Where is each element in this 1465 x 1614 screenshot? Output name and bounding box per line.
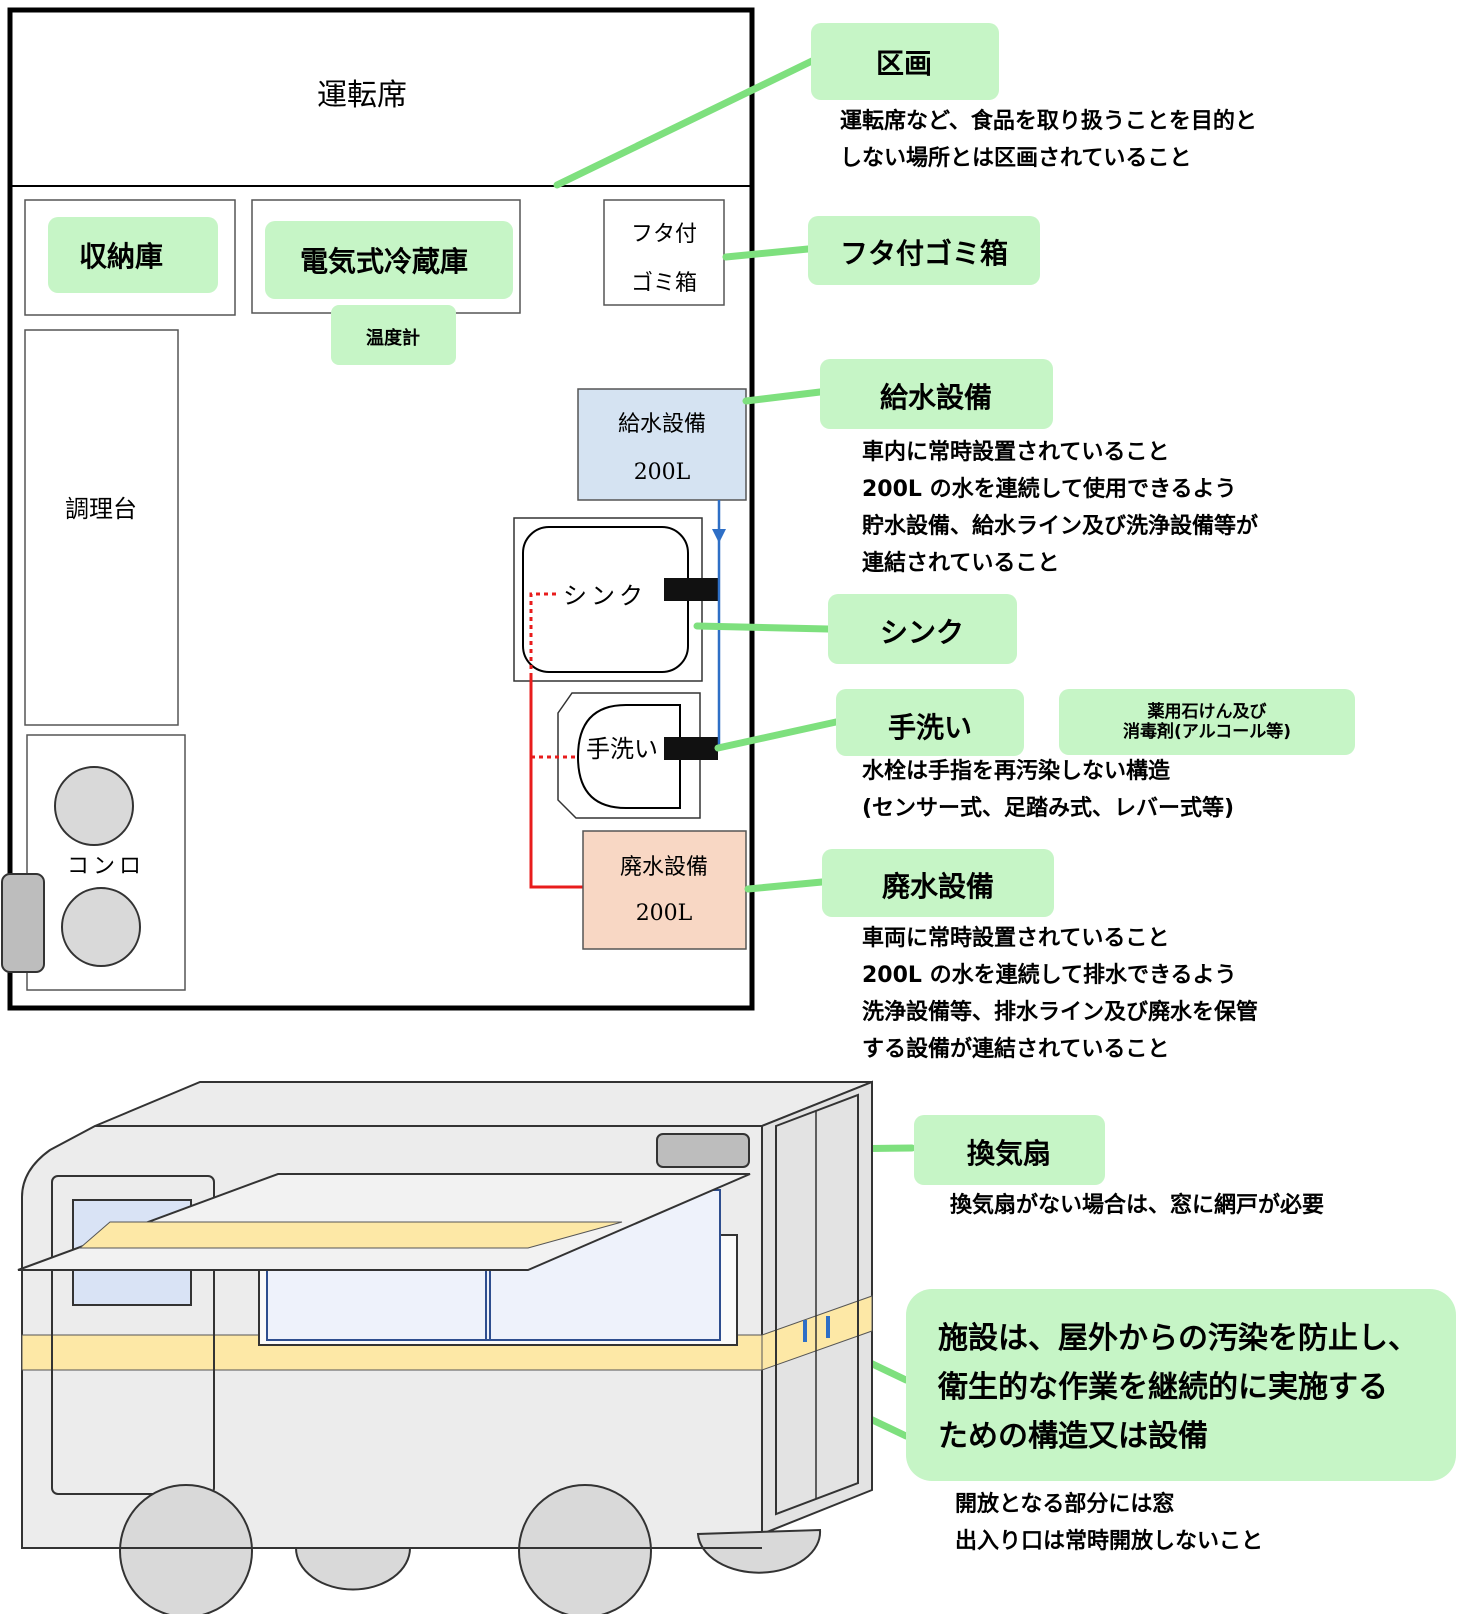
sink-leader (693, 622, 832, 633)
handwash-basin (576, 704, 681, 809)
facility-line-3: ための構造又は設備 (938, 1419, 1208, 1454)
partition-title: 区画 (876, 47, 932, 80)
water-supply-volume: 200L (634, 460, 691, 485)
truck-roof (94, 1081, 873, 1127)
wheel (518, 1484, 652, 1614)
trash-title: フタ付ゴミ箱 (840, 237, 1008, 270)
handwash-leader (714, 718, 840, 752)
stove-label: コンロ (67, 854, 145, 879)
water-desc-4: 連結されていること (862, 550, 1059, 576)
soap-line-2: 消毒剤(アルコール等) (1123, 721, 1291, 742)
waste-leader (744, 878, 826, 893)
waste-water-tank (582, 830, 747, 950)
water-supply-tank (577, 388, 747, 501)
sink-title: シンク (880, 616, 964, 649)
prep-table-label: 調理台 (65, 495, 137, 523)
fridge-label-bg (265, 221, 513, 299)
door-handle (803, 1320, 807, 1342)
floor-plan: 運転席 収納庫 電気式冷蔵庫 温度計 フタ付 ゴミ箱 調理台 コンロ 給水設備 … (1, 7, 755, 1011)
cab-door (51, 1175, 215, 1495)
drain-line (529, 674, 590, 889)
fridge-label: 電気式冷蔵庫 (300, 245, 468, 278)
stove-burner (61, 887, 141, 967)
waste-desc-1: 車両に常時設置されていること (862, 925, 1169, 951)
sink-drain-dotted (529, 592, 556, 674)
driver-seat-label: 運転席 (317, 78, 407, 113)
waste-desc-3: 洗浄設備等、排水ライン及び廃水を保管 (862, 999, 1258, 1025)
trash-box-label-2: ゴミ箱 (631, 271, 697, 296)
water-supply-label: 給水設備 (618, 412, 706, 437)
water-callout (820, 359, 1053, 429)
soap-line-1: 薬用石けん及び (1148, 702, 1267, 722)
thermometer-label-bg (331, 305, 456, 365)
supply-flow-arrow (712, 529, 726, 543)
water-desc-2: 200L の水を連続して使用できるよう (862, 476, 1237, 502)
handwash-faucet (664, 737, 718, 760)
waste-water-label: 廃水設備 (620, 855, 708, 880)
wheel (119, 1484, 253, 1614)
handwash-label: 手洗い (586, 735, 658, 763)
water-leader (742, 388, 824, 405)
trash-leader (722, 245, 812, 261)
sink-faucet (664, 578, 718, 601)
water-desc-3: 貯水設備、給水ライン及び洗浄設備等が (862, 513, 1258, 539)
callouts: 区画 運転席など、食品を取り扱うことを目的と しない場所とは区画されていること … (808, 23, 1456, 1554)
fan-desc-1: 換気扇がない場合は、窓に網戸が必要 (950, 1192, 1324, 1218)
side-door (1, 873, 45, 973)
partition-desc-1: 運転席など、食品を取り扱うことを目的と (840, 108, 1257, 134)
handwash-callout (836, 689, 1024, 756)
partition-leader (553, 57, 816, 189)
trash-box (603, 199, 725, 306)
facility-desc-1: 開放となる部分には窓 (955, 1491, 1174, 1517)
waste-title: 廃水設備 (882, 870, 994, 903)
sink-callout (828, 594, 1017, 664)
truck-stripe-side (761, 1295, 873, 1371)
fan-title: 換気扇 (967, 1137, 1051, 1170)
storage-label-bg (48, 217, 218, 293)
ventilation-fan (656, 1133, 750, 1168)
wheel-back (294, 1547, 412, 1591)
thermometer-label: 温度計 (366, 327, 420, 349)
soap-callout (1059, 689, 1355, 755)
facility-line-2: 衛生的な作業を継続的に実施する (937, 1370, 1388, 1405)
facility-desc-2: 出入り口は常時開放しないこと (955, 1528, 1263, 1554)
waste-desc-2: 200L の水を連続して排水できるよう (862, 962, 1237, 988)
water-desc-1: 車内に常時設置されていること (862, 439, 1169, 465)
waste-water-volume: 200L (636, 901, 693, 926)
handwash-desc-1: 水栓は手指を再汚染しない構造 (862, 758, 1170, 784)
rear-door (775, 1093, 859, 1516)
handwash-title: 手洗い (888, 711, 972, 744)
fan-callout (914, 1115, 1105, 1185)
water-title: 給水設備 (880, 381, 992, 414)
stove-burner (54, 766, 134, 846)
facility-line-1: 施設は、屋外からの汚染を防止し、 (938, 1321, 1418, 1356)
storage-label: 収納庫 (79, 240, 163, 273)
partition-callout (811, 23, 999, 100)
prep-table (24, 329, 179, 726)
waste-callout (822, 849, 1054, 917)
sink-label: シンク (563, 582, 647, 610)
handwash-desc-2: (センサー式、足踏み式、レバー式等) (862, 795, 1234, 821)
waste-desc-4: する設備が連結されていること (862, 1036, 1169, 1062)
facility-callout (906, 1289, 1456, 1481)
partition-desc-2: しない場所とは区画されていること (840, 146, 1191, 171)
trash-callout (808, 216, 1040, 285)
door-handle (826, 1316, 830, 1338)
wheel-back (696, 1528, 822, 1574)
truck-exterior (17, 1080, 873, 1614)
awning-stripe (78, 1221, 623, 1249)
trash-box-label-1: フタ付 (631, 222, 697, 247)
